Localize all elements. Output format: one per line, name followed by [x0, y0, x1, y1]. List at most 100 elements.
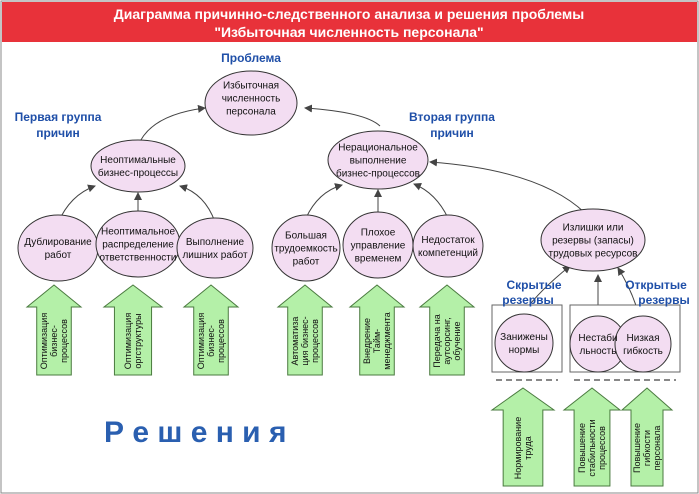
arrow-label-line: процессов — [59, 319, 69, 363]
node-extra — [176, 217, 254, 279]
header-background — [2, 2, 697, 42]
node-text-line: работ — [293, 256, 320, 268]
node-text-line: нормы — [509, 345, 540, 356]
node-text-line: бизнес-процессы — [98, 167, 178, 179]
arrow-label: Повышениегибкостиперсонала — [632, 423, 662, 473]
arrow-label: Автоматизация бизнес-процессов — [290, 316, 320, 365]
group1-label-line1: Первая группа — [15, 110, 102, 124]
arrow-label: Оптимизациябизнес-процессов — [196, 313, 226, 370]
link-comp-irr — [413, 182, 449, 219]
solution-arrow-2: Оптимизацияоргструктуры — [102, 284, 164, 376]
group1-label-line2: причин — [36, 126, 80, 140]
node-norms-text: Занижены нормы — [500, 332, 548, 356]
arrow-label: ВнедрениеТайм-менеджмента — [362, 312, 392, 369]
node-labor — [271, 214, 341, 282]
arrow-shape — [182, 284, 240, 376]
node-text-line: бизнес-процессов — [336, 168, 420, 180]
arrow-label-line: Тайм- — [372, 329, 382, 353]
node-norms — [494, 313, 554, 373]
arrow-label-line: процессов — [310, 319, 320, 363]
group-labels: Проблема Первая группа причин Вторая гру… — [15, 51, 690, 449]
node-text-line: ответственности — [100, 253, 177, 264]
arrow-shape — [490, 387, 556, 487]
node-text-line: распределение — [102, 240, 174, 251]
solution-arrow-9: Повышениегибкостиперсонала — [620, 387, 674, 487]
node-text-line: временем — [355, 254, 402, 265]
arrow-shape — [25, 284, 83, 376]
arrow-shape — [562, 387, 622, 487]
arrow-label: Оптимизацияоргструктуры — [123, 313, 143, 370]
node-text-line: Неоптимальные — [100, 155, 176, 166]
arrow-label: Оптимизациябизнес-процессов — [39, 313, 69, 370]
nodes — [17, 70, 672, 373]
node-text-line: Нестаби — [578, 332, 617, 344]
arrow-label-line: процессов — [597, 426, 607, 470]
node-text-line: работ — [45, 249, 72, 261]
node-problem — [204, 70, 298, 136]
solution-arrow-5: ВнедрениеТайм-менеджмента — [348, 284, 406, 376]
node-text-line: Излишки или — [563, 223, 624, 234]
solution-arrow-7: Нормированиетруда — [490, 387, 556, 487]
arrow-label-line: Оптимизация — [196, 313, 206, 370]
node-text-line: льность — [580, 346, 617, 357]
open-reserves-label-line2: резервы — [638, 293, 689, 307]
header: Диаграмма причинно-следственного анализа… — [2, 2, 697, 42]
arrow-label-line: Внедрение — [362, 318, 372, 364]
node-irr — [327, 130, 429, 190]
arrow-shape — [348, 284, 406, 376]
node-text-line: Занижены — [500, 332, 548, 343]
header-title-line2: "Избыточная численность персонала" — [214, 24, 483, 40]
solution-arrows: Оптимизациябизнес-процессов Оптимизацияо… — [25, 284, 674, 487]
hidden-reserves-label-line2: резервы — [502, 293, 553, 307]
node-unstable-text: Нестаби льность — [578, 332, 617, 357]
group2-label-line1: Вторая группа — [409, 110, 495, 124]
node-text-line: Выполнение — [186, 237, 245, 248]
arrow-label-line: ция бизнес- — [300, 316, 310, 365]
link-irr-problem — [304, 104, 381, 127]
link-extra-biz — [179, 184, 216, 223]
link-surplus-irr — [429, 158, 586, 214]
node-text-line: гибкость — [623, 345, 663, 357]
node-biz — [90, 139, 186, 193]
node-surplus — [540, 208, 646, 272]
open-reserves-label-line1: Открытые — [625, 278, 687, 292]
node-dup — [17, 214, 99, 282]
arrow-shape — [102, 284, 164, 376]
arrow-label: Нормированиетруда — [513, 417, 533, 479]
node-comp — [412, 214, 484, 278]
arrow-label-line: бизнес- — [49, 325, 59, 357]
arrow-label-line: Оптимизация — [123, 313, 133, 370]
problem-label: Проблема — [221, 51, 281, 65]
arrow-label: Передача нааутсорсинг,обучение — [432, 314, 462, 368]
hidden-reserves-label-line1: Скрытые — [506, 278, 561, 292]
node-text-line: Большая — [285, 231, 327, 242]
arrow-label-line: Автоматиза — [290, 317, 300, 366]
arrow-label-line: менеджмента — [382, 312, 392, 369]
node-text-line: управление — [351, 241, 406, 252]
arrow-label-line: персонала — [652, 426, 662, 471]
solution-arrow-8: Повышениестабильностипроцессов — [562, 387, 622, 487]
group2-label-line2: причин — [430, 126, 474, 140]
node-text-line: Нерациональное — [338, 143, 418, 154]
arrow-label-line: Нормирование — [513, 417, 523, 479]
node-text-line: резервы (запасы) — [552, 236, 634, 247]
link-labor-irr — [305, 183, 343, 219]
node-text-line: компетенций — [418, 248, 478, 259]
arrow-label-line: Повышение — [577, 423, 587, 473]
arrow-label-line: труда — [523, 436, 533, 459]
node-text-line: численность — [222, 94, 281, 105]
arrow-label-line: Повышение — [632, 423, 642, 473]
solution-arrow-4: Автоматизация бизнес-процессов — [276, 284, 334, 376]
solution-arrow-3: Оптимизациябизнес-процессов — [182, 284, 240, 376]
arrow-label-line: обучение — [452, 321, 462, 360]
